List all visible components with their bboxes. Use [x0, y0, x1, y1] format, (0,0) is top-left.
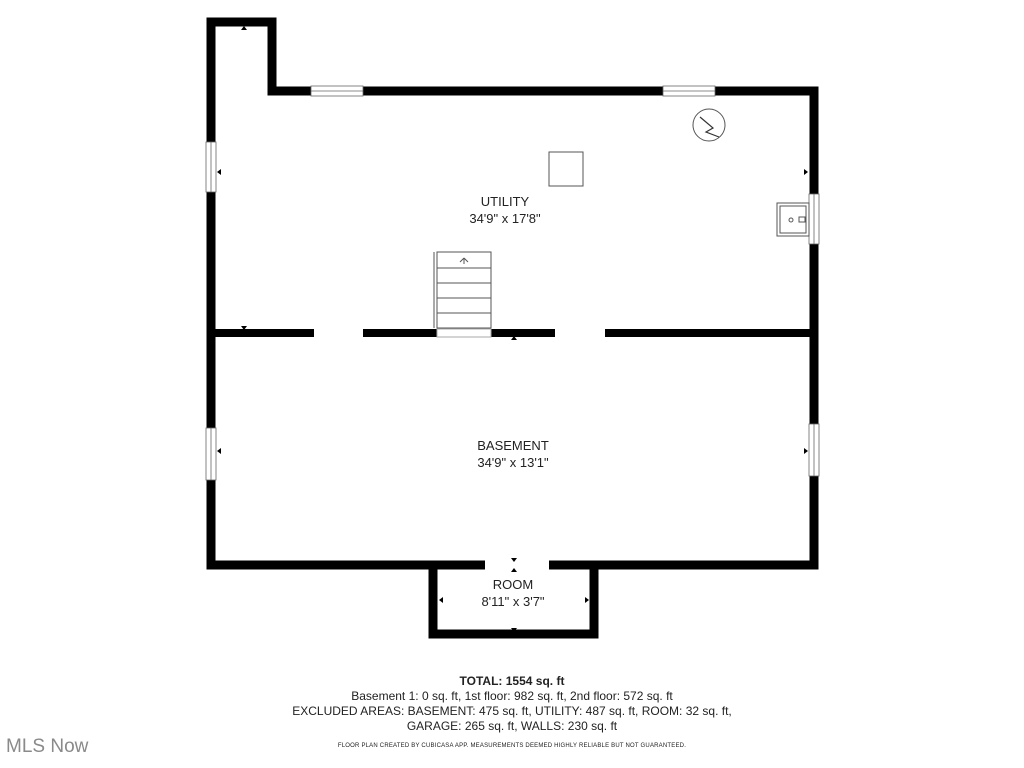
floor-areas: Basement 1: 0 sq. ft, 1st floor: 982 sq.… — [351, 689, 673, 703]
chimney-square — [548, 151, 584, 187]
sink-icon — [776, 202, 810, 237]
disclaimer: FLOOR PLAN CREATED BY CUBICASA APP. MEAS… — [337, 743, 687, 749]
excluded-areas-line-2: GARAGE: 265 sq. ft, WALLS: 230 sq. ft — [406, 719, 618, 733]
openings — [485, 560, 549, 570]
water-heater-icon — [692, 108, 726, 142]
room-name: ROOM — [492, 577, 534, 592]
room-label-room: ROOM 8'11" x 3'7" — [481, 576, 544, 610]
room-wall — [428, 569, 599, 639]
room-name: BASEMENT — [477, 438, 549, 453]
room-dimensions: 34'9" x 13'1" — [477, 455, 549, 470]
walls — [206, 17, 819, 639]
dimension-markers — [217, 26, 808, 632]
stair-arrow-icon — [459, 257, 469, 264]
mls-watermark: MLS Now — [6, 736, 89, 757]
window-basement-left — [205, 427, 217, 481]
outer-wall — [206, 17, 819, 570]
windows — [205, 85, 820, 481]
room-dimensions: 8'11" x 3'7" — [481, 594, 545, 609]
total-area: TOTAL: 1554 sq. ft — [459, 674, 565, 688]
fixtures — [548, 108, 810, 237]
room-label-basement: BASEMENT 34'9" x 13'1" — [477, 437, 549, 471]
window-top-left — [310, 85, 364, 97]
excluded-areas-line-1: EXCLUDED AREAS: BASEMENT: 475 sq. ft, UT… — [292, 704, 732, 718]
window-top-right — [662, 85, 716, 97]
area-summary: TOTAL: 1554 sq. ft Basement 1: 0 sq. ft,… — [0, 674, 1024, 734]
room-dimensions: 34'9" x 17'8" — [469, 211, 541, 226]
opening-basement-room — [485, 560, 549, 570]
window-basement-right — [808, 423, 820, 477]
room-name: UTILITY — [480, 194, 530, 209]
window-utility-left — [205, 141, 217, 193]
staircase — [433, 251, 492, 338]
window-utility-right — [808, 193, 820, 245]
room-label-utility: UTILITY 34'9" x 17'8" — [469, 193, 540, 227]
